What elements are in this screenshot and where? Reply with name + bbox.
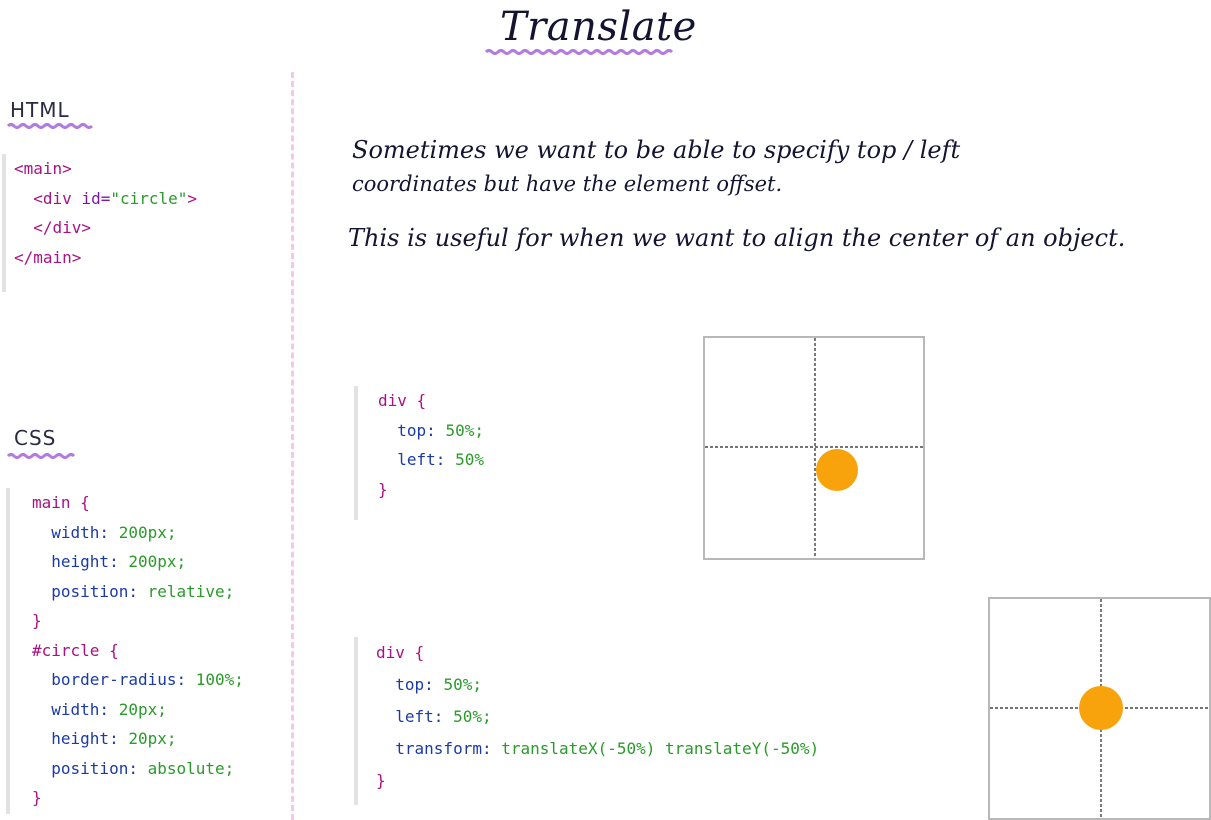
example2-circle — [1079, 686, 1123, 730]
example2-code-token: top: — [395, 675, 444, 694]
css-code-line: } — [32, 783, 292, 813]
example1-circle — [816, 449, 858, 491]
example2-code-line: } — [376, 765, 946, 797]
example2-code-line: transform: translateX(-50%) translateY(-… — [376, 733, 946, 765]
css-code-token: 200px; — [118, 522, 177, 542]
css-code-token: height: — [51, 729, 129, 748]
css-code-line: } — [32, 606, 292, 636]
example1-code-line: top: 50%; — [378, 416, 548, 446]
css-section-label: CSS — [14, 426, 57, 450]
example1-code-token: 50% — [455, 450, 484, 469]
css-code-line: height: 20px; — [32, 724, 292, 754]
example2-code-token: transform: — [395, 739, 502, 758]
html-code-token: > — [187, 188, 198, 208]
css-code-line: position: absolute; — [32, 754, 292, 784]
example2-code-token: } — [376, 771, 386, 790]
note-line-2: coordinates but have the element offset. — [352, 172, 783, 196]
css-code-line: position: relative; — [32, 577, 292, 607]
example2-code-token: 50%; — [443, 675, 482, 694]
html-code-token: <div — [33, 188, 82, 208]
example1-code-token: } — [378, 479, 388, 499]
css-code-token: 20px; — [118, 699, 167, 719]
css-code-token: 200px; — [128, 552, 187, 571]
css-code-block: main { width: 200px; height: 200px; posi… — [6, 488, 292, 814]
example1-code-token: div { — [378, 391, 427, 410]
example2-code-token: translateX(-50%) translateY(-50%) — [501, 739, 820, 758]
css-code-line: width: 200px; — [32, 518, 292, 548]
css-code-token: main { — [32, 493, 90, 512]
page-title: Translate — [500, 4, 697, 50]
css-label-underline — [6, 453, 76, 459]
html-label-underline — [6, 123, 94, 129]
html-code-line: </div> — [14, 213, 264, 243]
html-code-line: <main> — [14, 154, 264, 184]
example1-code-token: left: — [397, 450, 456, 469]
css-code-line: main { — [32, 488, 292, 518]
example1-code-line: } — [378, 475, 548, 505]
html-code-line: <div id="circle"> — [14, 184, 264, 214]
example1-container-box — [703, 336, 925, 560]
example2-code-line: div { — [376, 637, 946, 669]
css-code-token: absolute; — [147, 758, 235, 778]
css-code-token: position: — [51, 581, 148, 601]
html-code-line: </main> — [14, 243, 264, 273]
css-code-token: position: — [51, 758, 148, 778]
css-code-token: 20px; — [128, 729, 177, 748]
example1-code-block: div { top: 50%; left: 50%} — [354, 386, 548, 520]
css-code-line: border-radius: 100%; — [32, 665, 292, 695]
example1-code-token: 50%; — [445, 420, 484, 440]
css-code-token: width: — [51, 522, 119, 542]
css-code-line: height: 200px; — [32, 547, 292, 577]
example2-code-token: left: — [395, 707, 454, 726]
css-code-token: border-radius: — [51, 670, 196, 689]
example1-code-token: top: — [397, 420, 446, 440]
example1-code-line: div { — [378, 386, 548, 416]
column-separator — [291, 72, 294, 820]
example2-diagram — [990, 599, 1209, 818]
example2-code-token: 50%; — [453, 707, 492, 726]
note-line-3: This is useful for when we want to align… — [348, 224, 1126, 252]
html-code-token: <main> — [14, 159, 72, 178]
css-code-token: } — [32, 611, 42, 630]
css-code-token: height: — [51, 552, 129, 571]
css-code-line: width: 20px; — [32, 695, 292, 725]
note-line-1: Sometimes we want to be able to specify … — [352, 136, 961, 164]
html-code-token: id= — [81, 188, 111, 208]
example2-code-block: div { top: 50%; left: 50%; transform: tr… — [354, 637, 946, 805]
example2-code-line: top: 50%; — [376, 669, 946, 701]
css-code-line: #circle { — [32, 636, 292, 666]
example2-container-box — [988, 597, 1211, 820]
css-code-token: width: — [51, 699, 119, 719]
example1-code-line: left: 50% — [378, 445, 548, 475]
example2-code-token: div { — [376, 643, 425, 662]
html-code-token: </div> — [33, 218, 92, 237]
html-code-token: </main> — [14, 247, 82, 267]
css-code-token: #circle { — [32, 640, 119, 660]
example2-code-line: left: 50%; — [376, 701, 946, 733]
html-code-block: <main> <div id="circle"> </div> </main> — [2, 154, 264, 292]
html-code-token: "circle" — [110, 188, 188, 208]
css-code-token: } — [32, 788, 42, 807]
html-section-label: HTML — [10, 98, 70, 122]
css-code-token: 100%; — [195, 670, 244, 689]
example1-diagram — [705, 338, 923, 558]
css-code-token: relative; — [147, 581, 235, 601]
title-underline-squiggle — [484, 49, 674, 55]
